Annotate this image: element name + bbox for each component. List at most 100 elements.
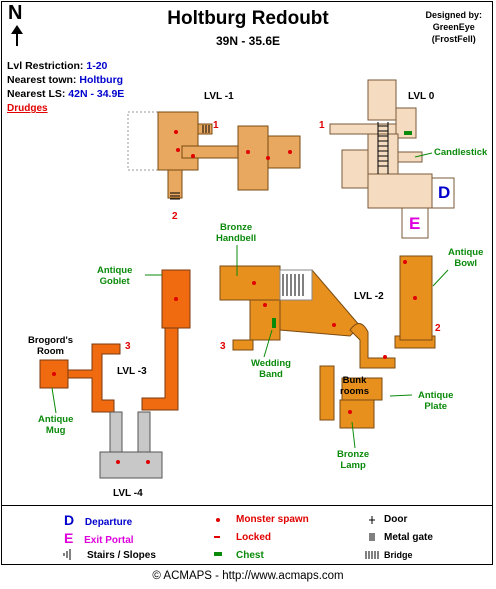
annotation-bunk-line2: rooms: [340, 386, 370, 397]
map-coordinates: 39N - 35.6E: [215, 34, 281, 48]
annotation-antique-bowl-line1: Antique: [448, 247, 484, 258]
legend-exit-portal: E Exit Portal: [64, 530, 134, 546]
annotation-wedding-band: Wedding Band: [251, 358, 291, 380]
level-minus1-label: LVL -1: [204, 91, 234, 102]
annotation-bunk-rooms: Bunk rooms: [340, 375, 369, 397]
legend-departure-icon: D: [64, 512, 75, 528]
legend-bridge-label: Bridge: [384, 550, 413, 560]
legend-exit-icon: E: [64, 530, 74, 546]
compass-arrow-icon: [11, 25, 23, 46]
level-minus3-west-corridor: [67, 343, 121, 413]
annotation-antique-plate-line1: Antique: [418, 390, 454, 401]
legend-chest-label: Chest: [236, 550, 264, 561]
link-3-minus2: 3: [220, 341, 226, 352]
level-0-departure-room: [431, 177, 455, 209]
legend-exit-label: Exit Portal: [84, 535, 134, 546]
level-0-chest-icon: [404, 131, 412, 135]
exit-portal-marker: E: [409, 214, 421, 233]
level-0-north-room: [367, 79, 397, 121]
level-0-south-room: [367, 173, 433, 209]
level-0-central-hall: [367, 133, 399, 175]
link-2-minus1: 2: [172, 211, 178, 222]
level-0-candle-hall: [397, 151, 423, 163]
compass-rose: N: [8, 2, 22, 25]
link-3-minus3: 3: [125, 341, 131, 352]
designer-name: GreenEye: [432, 22, 475, 32]
legend-departure: D Departure: [64, 512, 132, 528]
annotation-antique-mug-line1: Antique: [38, 414, 74, 425]
designer-credit: Designed by: GreenEye (FrostFell): [425, 9, 482, 45]
level-minus3-east-corridor: [141, 327, 179, 411]
nearest-ls-value: 42N - 34.9E: [68, 88, 125, 100]
annotation-antique-plate: Antique Plate: [418, 390, 453, 412]
annotation-antique-goblet-line2: Goblet: [99, 276, 130, 287]
annotation-bronze-lamp-line1: Bronze: [337, 449, 370, 460]
copyright-footer: © ACMAPS - http://www.acmaps.com: [152, 570, 344, 582]
lvl-restriction: Lvl Restriction: 1-20: [7, 60, 107, 72]
level-minus3-label: LVL -3: [117, 366, 147, 377]
annotation-antique-goblet-line1: Antique: [97, 265, 133, 276]
level-0-bridge: [377, 122, 389, 174]
level-minus4-label: LVL -4: [113, 488, 143, 499]
map-frame: [1, 1, 493, 565]
legend-bridge-icon: [365, 551, 379, 559]
legend-spawn-icon: [216, 518, 220, 522]
legend-departure-label: Departure: [84, 517, 133, 528]
level-0-map: [329, 79, 455, 239]
level-minus2-label: LVL -2: [354, 291, 384, 302]
legend-door-label: Door: [384, 514, 408, 525]
lvl-restriction-label: Lvl Restriction:: [7, 60, 84, 72]
level-minus2-central-corridor: [349, 323, 396, 369]
annotation-bronze-lamp: Bronze Lamp: [337, 449, 369, 471]
legend-door-icon: [369, 516, 375, 524]
level-0-east-room: [395, 107, 417, 139]
compass-north-label: N: [8, 2, 23, 24]
nearest-town-label: Nearest town:: [7, 74, 77, 86]
map-title: Holtburg Redoubt: [167, 8, 329, 29]
annotation-brogord-line1: Brogord's: [28, 335, 74, 346]
nearest-ls: Nearest LS: 42N - 34.9E: [7, 88, 124, 100]
level-minus2-handbell-room: [219, 265, 281, 301]
level-minus2-open-area: [279, 269, 313, 301]
link-1-minus1: 1: [213, 120, 219, 131]
level-minus4-map: [99, 411, 163, 479]
legend-metal-gate-icon: [369, 533, 375, 541]
annotation-antique-mug: Antique Mug: [38, 414, 73, 436]
level-minus1-map: [127, 111, 301, 199]
level-minus1-stairs: [170, 125, 210, 200]
level-minus1-open-area: [127, 111, 159, 171]
legend-stairs-label: Stairs / Slopes: [87, 550, 156, 561]
level-minus1-middle-room: [237, 125, 269, 191]
legend-metal-gate-label: Metal gate: [384, 532, 433, 543]
level-0-sw-room: [341, 149, 369, 189]
annotation-antique-bowl: Antique Bowl: [448, 247, 483, 269]
annotation-wedding-line1: Wedding: [251, 358, 291, 369]
monster-spawn-markers: [52, 130, 417, 464]
legend-monster-spawn-label: Monster spawn: [236, 514, 309, 525]
level-minus2-lamp-room: [339, 399, 375, 429]
annotation-antique-goblet: Antique Goblet: [97, 265, 132, 287]
level-minus2-west-corridor: [232, 339, 254, 351]
annotation-arrows: [51, 152, 449, 449]
level-minus2-south-corridor: [319, 365, 335, 421]
annotation-antique-bowl-line2: Bowl: [454, 258, 478, 269]
nearest-ls-label: Nearest LS:: [7, 88, 66, 100]
level-minus2-chest-icon: [272, 318, 276, 328]
annotation-bronze-handbell: Bronze Handbell: [216, 222, 256, 244]
nearest-town: Nearest town: Holtburg: [7, 74, 123, 86]
annotation-bronze-lamp-line2: Lamp: [340, 460, 366, 471]
legend-divider: [1, 505, 493, 506]
departure-marker: D: [438, 183, 451, 202]
monster-type-link[interactable]: Drudges: [7, 103, 48, 114]
annotation-candlestick: Candlestick: [434, 147, 488, 158]
link-2-minus2: 2: [435, 323, 441, 334]
level-minus1-stub-corridor: [197, 123, 213, 135]
level-minus2-bridge: [282, 274, 304, 296]
annotation-brogord-line2: Room: [37, 346, 64, 357]
annotation-bronze-handbell-line1: Bronze: [219, 222, 253, 233]
lvl-restriction-value: 1-20: [86, 60, 108, 72]
annotation-antique-plate-line2: Plate: [424, 401, 448, 412]
link-1-level0: 1: [319, 120, 325, 131]
annotation-antique-mug-line2: Mug: [45, 425, 66, 436]
